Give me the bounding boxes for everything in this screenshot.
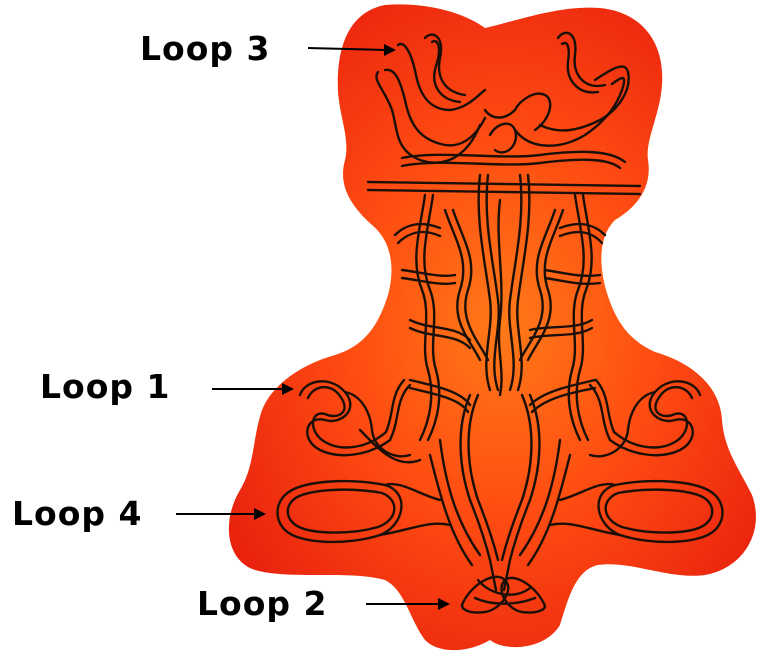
label-loop-1: Loop 1 <box>40 370 170 403</box>
label-loop-3: Loop 3 <box>140 32 270 65</box>
label-loop-4: Loop 4 <box>12 497 142 530</box>
red-glow-shape <box>229 4 756 650</box>
label-loop-2: Loop 2 <box>197 587 327 620</box>
